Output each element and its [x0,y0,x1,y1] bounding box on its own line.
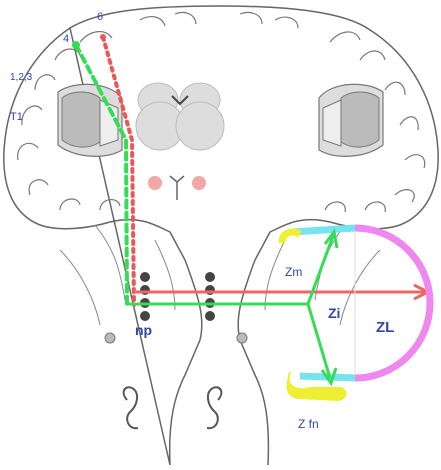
green-fan-arrowheads [320,228,339,387]
label-zl: ZL [376,319,394,336]
red-dotted-path [101,35,136,307]
bottom-structures [122,386,223,430]
hypothalamic-nuclei [148,175,206,200]
label-zi: Zi [328,305,340,321]
pink-zone [354,224,434,382]
yellow-zone-bottom [286,371,347,402]
label-t1: T1 [10,111,23,123]
cyan-zone-top [291,224,356,236]
label-1-2-3: 1,2,3 [10,72,33,83]
thalamus [135,82,225,151]
label-6: 6 [97,11,103,23]
small-nuclei [104,332,248,344]
left-basal-ganglia [57,83,123,157]
green-fan-arrows [306,235,335,379]
label-4: 4 [63,33,69,45]
label-zm: Zm [285,265,302,279]
red-origin-dot [100,34,106,40]
yellow-zone-top [278,228,302,244]
brain-outline [3,5,439,466]
label-np: np [135,322,152,338]
green-dashed-path [74,43,129,307]
left-gyri [17,31,121,211]
label-zfn: Z fn [298,417,319,431]
zone-diagram [278,224,434,402]
right-basal-ganglia [318,83,384,157]
right-gyri [324,31,426,213]
top-gyri [139,11,299,29]
green-origin-dot [72,41,80,49]
dark-nuclei [140,272,215,321]
